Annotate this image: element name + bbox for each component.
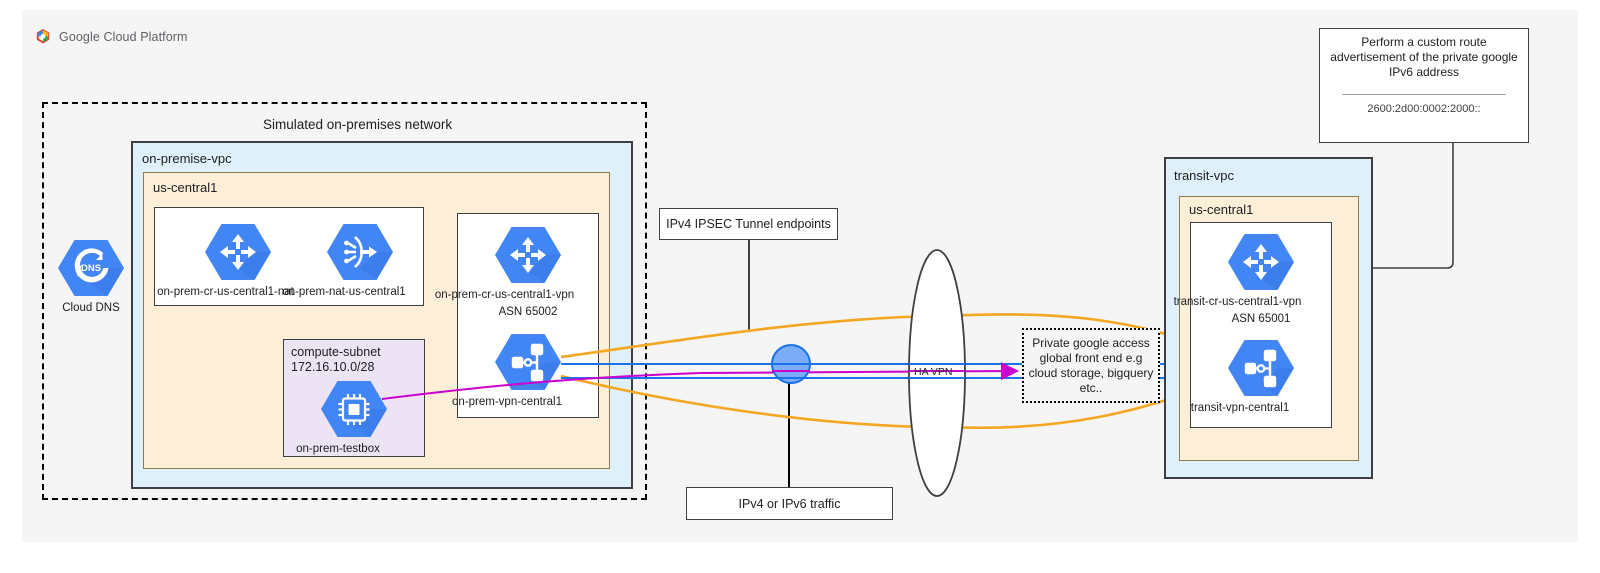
on-prem-nat-label: on-prem-nat-us-central1 [282, 286, 406, 298]
cloud-dns-label: Cloud DNS [62, 302, 120, 314]
ha-vpn-label: HA VPN [914, 366, 953, 378]
google-cloud-logo-icon [34, 28, 52, 46]
svg-text:DNS: DNS [81, 263, 101, 274]
node-transit-vpn-gateway[interactable]: transit-vpn-central1 [1191, 338, 1294, 415]
transit-cr-vpn-asn: ASN 65001 [1231, 313, 1291, 325]
vpc-on-premise-label: on-premise-vpc [142, 151, 232, 166]
on-prem-cr-nat-label: on-prem-cr-us-central1-nat [157, 286, 294, 298]
note-divider [1342, 94, 1506, 95]
node-on-prem-vpn-gateway[interactable]: on-prem-vpn-central1 [452, 332, 562, 409]
gcp-header: Google Cloud Platform [34, 28, 188, 46]
note-traffic-text: IPv4 or IPv6 traffic [738, 496, 841, 511]
cloud-router-icon [495, 225, 561, 285]
note-custom-route: Perform a custom route advertisement of … [1319, 28, 1529, 143]
simulated-onpremises-title: Simulated on-premises network [263, 117, 453, 132]
vpc-transit-label: transit-vpc [1174, 168, 1234, 183]
node-cloud-dns[interactable]: DNS Cloud DNS [56, 238, 126, 315]
node-on-prem-cr-nat[interactable]: on-prem-cr-us-central1-nat [157, 222, 294, 299]
subnet-compute-cidr: 172.16.10.0/28 [291, 360, 375, 374]
cloud-nat-icon [327, 222, 393, 282]
node-on-prem-testbox[interactable]: on-prem-testbox [296, 379, 387, 456]
node-on-prem-nat[interactable]: on-prem-nat-us-central1 [282, 222, 406, 299]
simulated-onpremises-boundary [42, 102, 647, 500]
on-prem-testbox-label: on-prem-testbox [296, 443, 380, 455]
cloud-router-icon [205, 222, 271, 282]
region-transit-label: us-central1 [1189, 202, 1254, 217]
private-google-access-box: Private google access global front end e… [1022, 328, 1160, 403]
note-custom-route-text: Perform a custom route advertisement of … [1330, 35, 1518, 79]
node-on-prem-cr-vpn[interactable]: on-prem-cr-us-central1-vpn ASN 65002 [435, 225, 574, 319]
cloud-dns-icon: DNS [58, 238, 124, 298]
vpn-gateway-icon [1228, 338, 1294, 398]
on-prem-cr-vpn-label: on-prem-cr-us-central1-vpn [434, 289, 575, 301]
region-onprem-label: us-central1 [153, 180, 218, 195]
note-ipsec-endpoints: IPv4 IPSEC Tunnel endpoints [659, 208, 838, 240]
gcp-product-name: Google Cloud Platform [59, 30, 188, 44]
subnet-compute-name: compute-subnet [291, 345, 381, 359]
compute-engine-icon [321, 379, 387, 439]
cloud-router-icon [1228, 232, 1294, 292]
note-ipsec-endpoints-text: IPv4 IPSEC Tunnel endpoints [666, 217, 831, 231]
private-google-access-text: Private google access global front end e… [1028, 335, 1154, 395]
transit-vpn-gateway-label: transit-vpn-central1 [1190, 402, 1290, 414]
on-prem-cr-vpn-asn: ASN 65002 [498, 306, 558, 318]
note-custom-route-address: 2600:2d00:0002:2000:: [1367, 103, 1481, 115]
transit-cr-vpn-label: transit-cr-us-central1-vpn [1173, 296, 1302, 308]
note-traffic: IPv4 or IPv6 traffic [686, 487, 893, 520]
node-transit-cr-vpn[interactable]: transit-cr-us-central1-vpn ASN 65001 [1174, 232, 1301, 326]
on-prem-vpn-gateway-label: on-prem-vpn-central1 [452, 396, 562, 408]
vpn-gateway-icon [495, 332, 561, 392]
